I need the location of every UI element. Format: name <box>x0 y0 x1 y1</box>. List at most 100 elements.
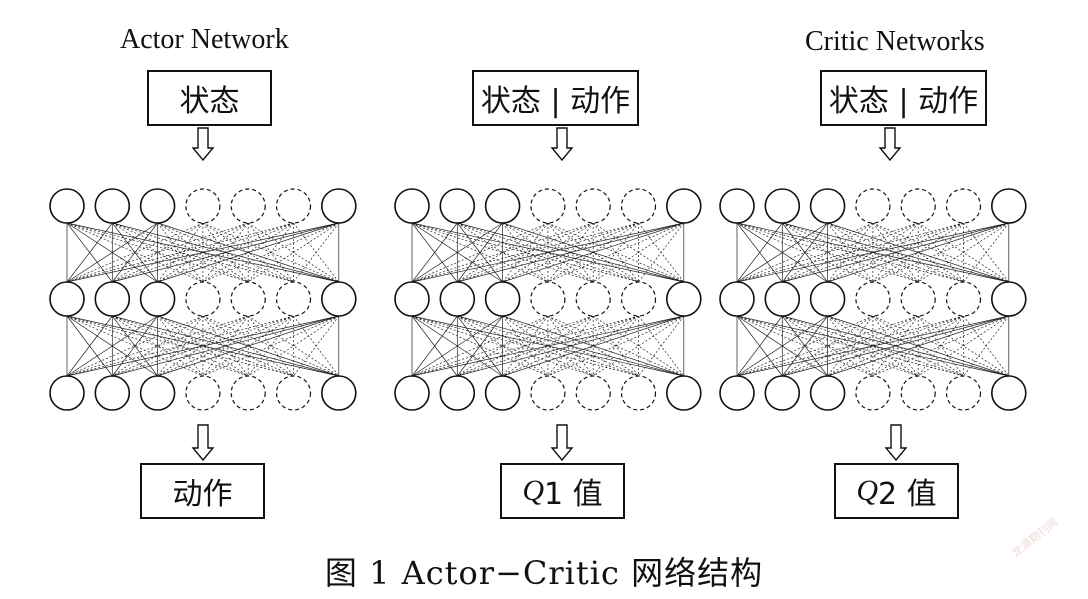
critic1-input-box: 状态 | 动作 <box>472 70 639 126</box>
hidden-neuron <box>230 375 266 411</box>
q-symbol: Q <box>522 474 545 507</box>
hidden-neuron <box>185 375 221 411</box>
connection-line <box>66 315 204 377</box>
connection-line <box>457 222 594 283</box>
neuron <box>764 188 801 224</box>
hidden-neuron <box>855 188 891 224</box>
connection-line <box>66 222 204 283</box>
connection-line <box>827 315 964 377</box>
connection-line <box>66 222 339 283</box>
neuron <box>49 281 85 317</box>
critic2-input-box: 状态 | 动作 <box>820 70 987 126</box>
connection-line <box>411 315 684 377</box>
connection-line <box>112 222 339 283</box>
neuron <box>394 188 430 224</box>
hidden-neuron <box>185 281 221 317</box>
actor-input-label: 状态 <box>179 84 240 119</box>
connection-line <box>963 222 1010 283</box>
connection-line <box>411 315 458 377</box>
connection-line <box>411 315 639 377</box>
connection-line <box>592 222 639 283</box>
neuron <box>665 188 702 224</box>
connection-line <box>917 315 964 377</box>
neuron <box>990 375 1027 411</box>
neuron <box>139 375 176 411</box>
connection-line <box>592 315 639 377</box>
connection-line <box>157 315 294 377</box>
connection-line <box>66 315 339 377</box>
connection-line <box>736 315 964 377</box>
connection-line <box>782 222 919 283</box>
connection-line <box>736 222 1009 283</box>
neuron <box>394 375 430 411</box>
connection-line <box>502 222 639 283</box>
connection-line <box>66 315 204 377</box>
critic2-output-label: 2 值 <box>878 477 937 512</box>
neuron <box>439 188 476 224</box>
connection-line <box>157 222 339 283</box>
actor-network-title: Actor Network <box>120 24 289 55</box>
neuron <box>990 281 1027 317</box>
critic1-input-label: 状态 | 动作 <box>480 84 631 119</box>
neuron <box>49 375 85 411</box>
neuron <box>139 188 176 224</box>
connection-line <box>411 315 549 377</box>
hidden-neuron <box>575 281 611 317</box>
connection-line <box>457 315 594 377</box>
output-arrow <box>191 424 215 462</box>
connection-line <box>411 315 503 377</box>
connection-line <box>66 222 204 283</box>
output-arrow <box>884 424 908 462</box>
critic-networks-title: Critic Networks <box>805 26 985 57</box>
connection-line <box>457 222 684 283</box>
hidden-neuron <box>945 375 982 411</box>
connection-line <box>457 222 594 283</box>
connection-line <box>502 222 684 283</box>
hidden-neuron <box>620 281 657 317</box>
neuron <box>320 375 357 411</box>
connection-line <box>782 315 1009 377</box>
connection-line <box>502 315 639 377</box>
connection-line <box>827 315 1009 377</box>
connection-line <box>638 222 685 283</box>
connection-line <box>782 315 828 377</box>
actor-output-box: 动作 <box>140 463 265 519</box>
connection-line <box>917 222 964 283</box>
neuron <box>139 281 176 317</box>
input-arrow <box>550 127 574 162</box>
actor-input-box: 状态 <box>147 70 272 126</box>
hidden-neuron <box>945 281 982 317</box>
connection-line <box>736 315 874 377</box>
connection-line <box>411 222 684 283</box>
connection-line <box>411 222 639 283</box>
neuron <box>719 188 755 224</box>
connection-line <box>547 315 684 377</box>
connection-line <box>736 315 874 377</box>
neuron <box>49 188 85 224</box>
neuron <box>439 281 476 317</box>
hidden-neuron <box>620 188 657 224</box>
hidden-neuron <box>900 281 936 317</box>
connection-line <box>638 315 685 377</box>
neuron <box>719 281 755 317</box>
hidden-neuron <box>620 375 657 411</box>
neuron <box>484 188 521 224</box>
hidden-neuron <box>230 281 266 317</box>
connection-line <box>293 315 340 377</box>
connection-line <box>202 222 339 283</box>
connection-line <box>66 222 294 283</box>
connection-line <box>457 222 503 283</box>
connection-line <box>782 222 919 283</box>
hidden-neuron <box>275 375 312 411</box>
hidden-neuron <box>900 188 936 224</box>
connection-line <box>782 315 919 377</box>
connection-line <box>112 315 158 377</box>
hidden-neuron <box>275 281 312 317</box>
hidden-neuron <box>855 375 891 411</box>
connection-line <box>247 222 294 283</box>
neuron <box>764 375 801 411</box>
connection-line <box>736 222 874 283</box>
